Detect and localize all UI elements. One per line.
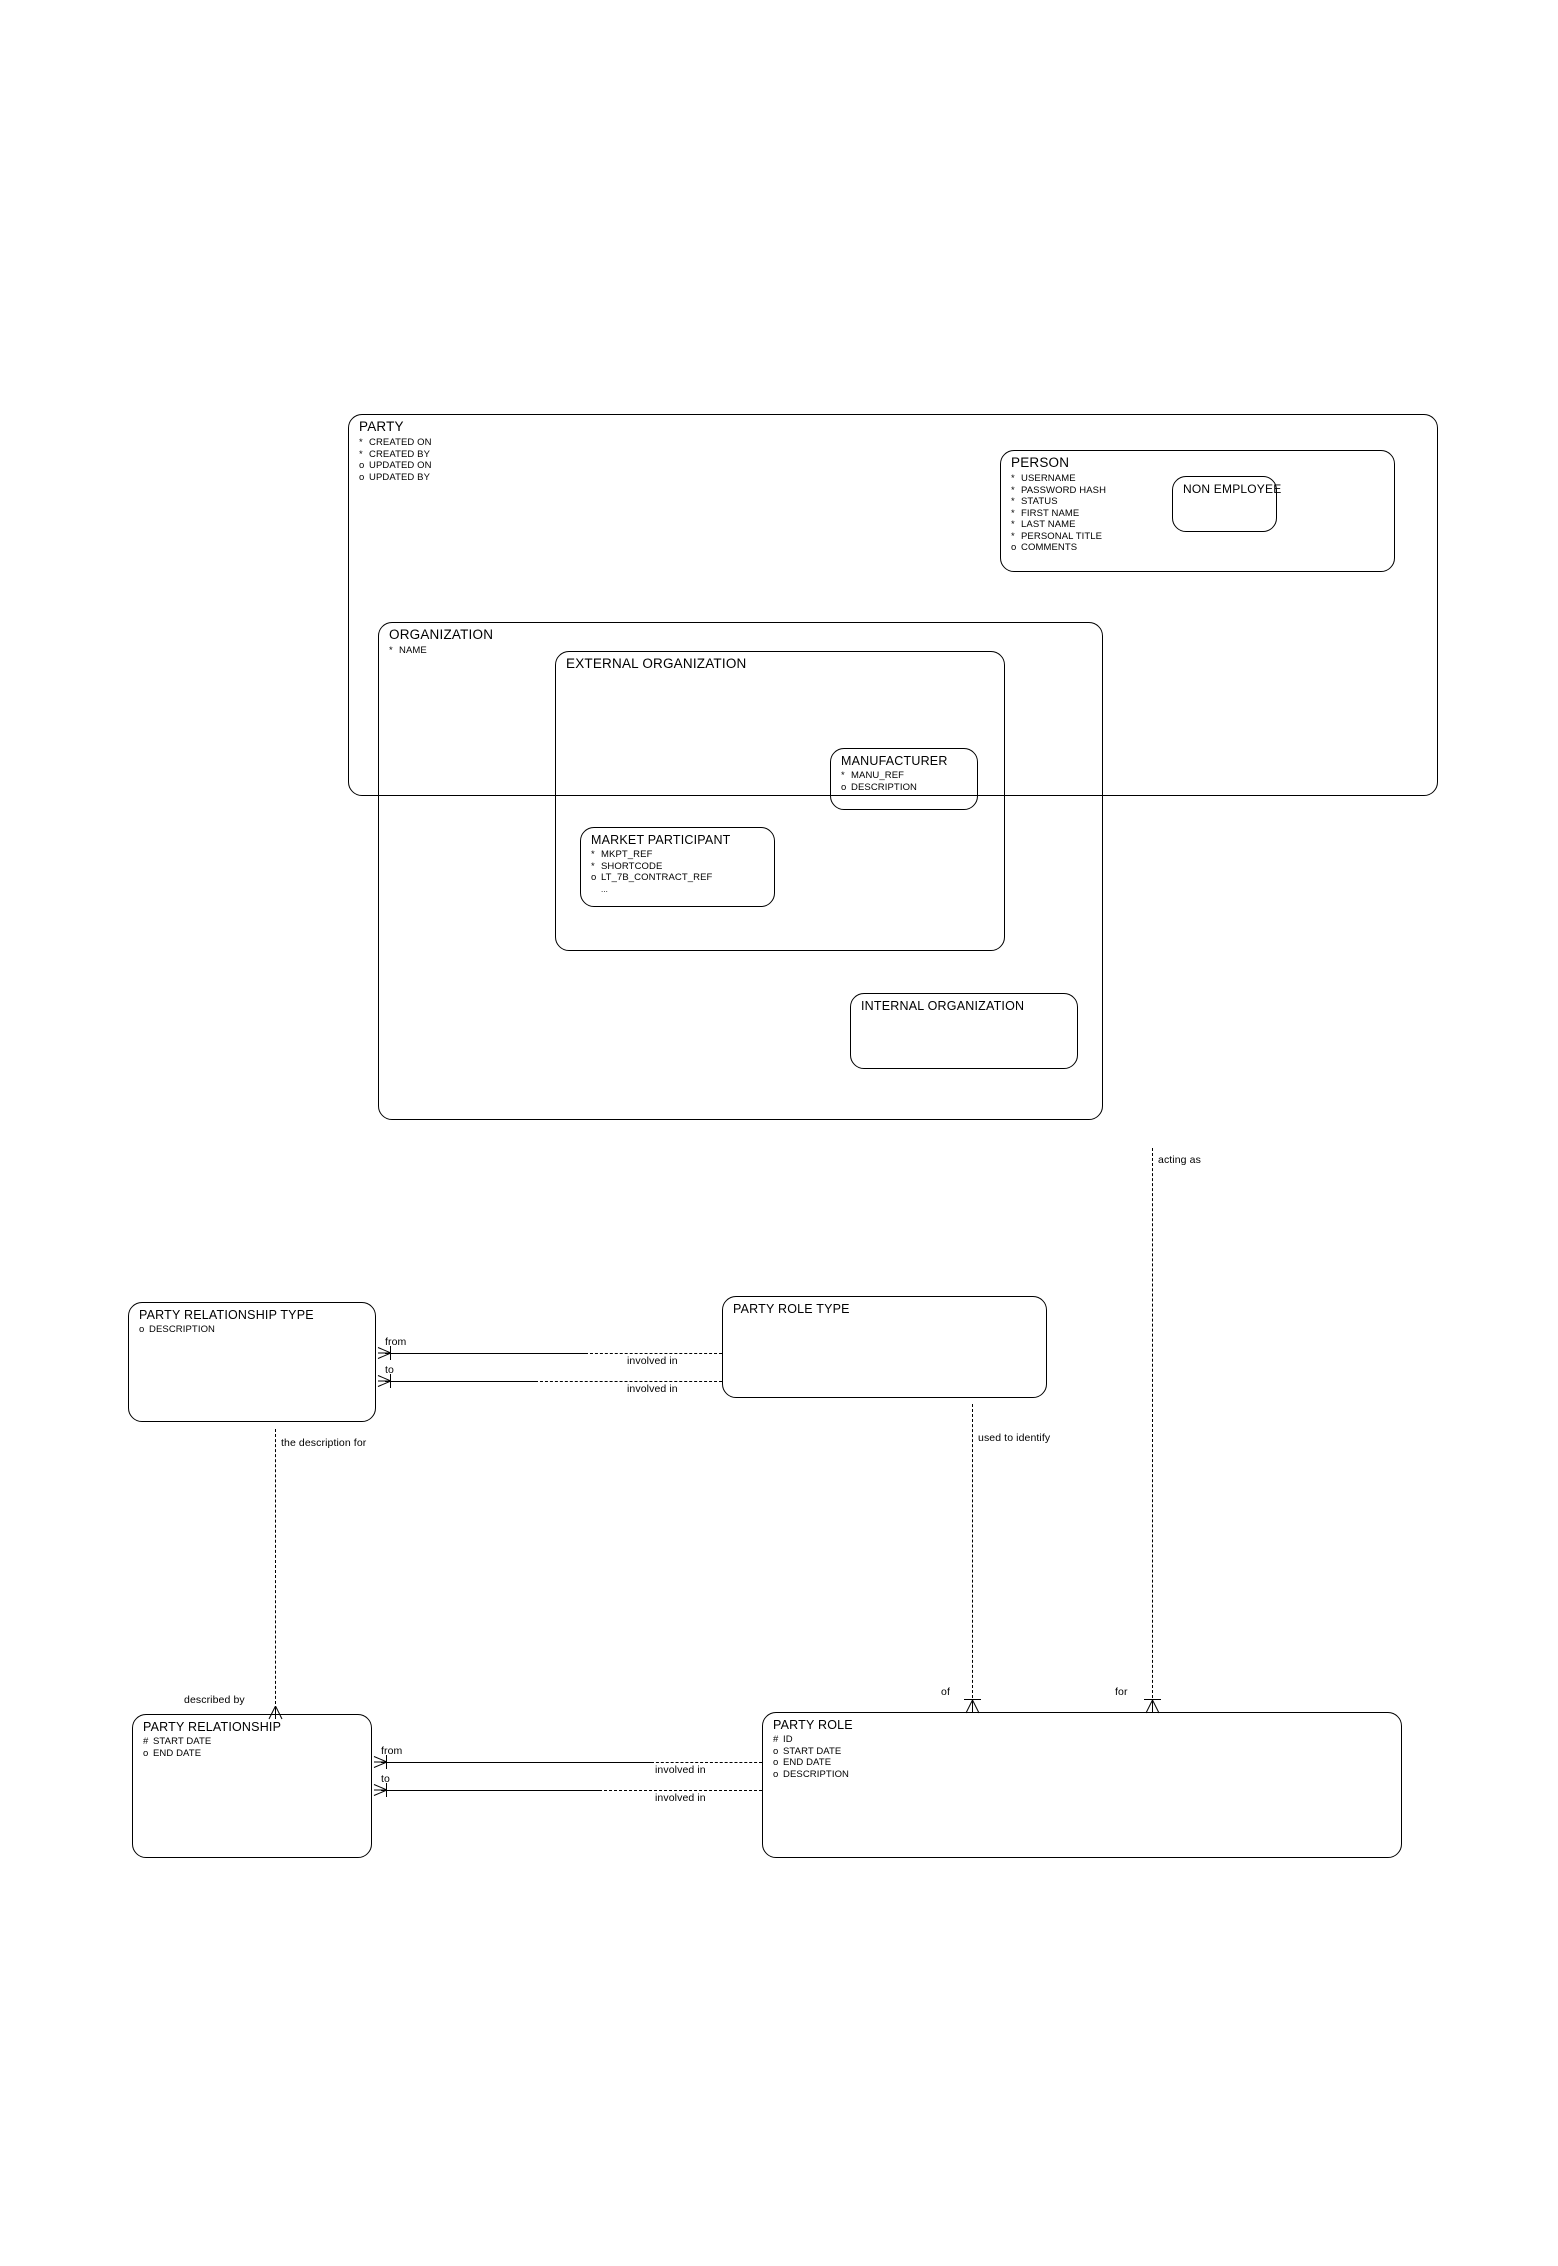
entity-manufacturer-name: MANUFACTURER (841, 754, 948, 768)
relationship-label-pr-to: to (381, 1773, 390, 1785)
relationship-label-pr-involved-in-2: involved in (655, 1792, 706, 1804)
relationship-line-used-to-identify (972, 1404, 973, 1703)
relationship-label-the-description-for: the description for (281, 1437, 367, 1449)
entity-party-name: PARTY (359, 419, 404, 434)
relationship-endpoint-bar-from-prt (390, 1346, 391, 1360)
entity-non-employee-name: NON EMPLOYEE (1183, 482, 1282, 496)
attribute-row: *FIRST NAME (1011, 507, 1080, 519)
relationship-label-for: for (1115, 1686, 1128, 1698)
crowsfoot-acting-as (1145, 1700, 1160, 1714)
entity-party-role-type-name: PARTY ROLE TYPE (733, 1302, 850, 1316)
relationship-line-to-dashed (535, 1381, 722, 1382)
attribute-row: *MANU_REF (841, 770, 905, 781)
entity-internal-organization[interactable]: INTERNAL ORGANIZATION (850, 993, 1078, 1069)
relationship-endpoint-bar-for (1144, 1699, 1161, 1700)
entity-organization-name: ORGANIZATION (389, 627, 494, 642)
crowsfoot-to-prt (377, 1375, 391, 1387)
relationship-label-of: of (941, 1686, 950, 1698)
relationship-label-acting-as: acting as (1158, 1154, 1201, 1166)
relationship-label-pr-involved-in-1: involved in (655, 1764, 706, 1776)
attribute-row: #ID (773, 1734, 793, 1745)
entity-organization-attributes: *NAME (389, 645, 427, 657)
entity-organization[interactable]: ORGANIZATION *NAME (378, 622, 1103, 1120)
relationship-label-used-to-identify: used to identify (978, 1432, 1051, 1444)
relationship-endpoint-bar-pr-from (386, 1755, 387, 1769)
entity-internal-organization-name: INTERNAL ORGANIZATION (861, 999, 1025, 1013)
entity-party-relationship-type-name: PARTY RELATIONSHIP TYPE (139, 1308, 314, 1322)
attribute-row: *CREATED ON (359, 437, 432, 448)
crowsfoot-of (965, 1700, 980, 1714)
attribute-row: *USERNAME (1011, 473, 1076, 484)
relationship-line-from-dashed (585, 1353, 722, 1354)
attribute-row: *PASSWORD HASH (1011, 484, 1107, 496)
crowsfoot-pr-to (373, 1784, 387, 1796)
entity-person[interactable]: PERSON *USERNAME *PASSWORD HASH *STATUS … (1000, 450, 1395, 572)
entity-market-participant-name: MARKET PARTICIPANT (591, 833, 731, 847)
entity-market-participant[interactable]: MARKET PARTICIPANT *MKPT_REF *SHORTCODE … (580, 827, 775, 907)
attribute-row: *STATUS (1011, 496, 1058, 507)
relationship-label-prt-involved-in-2: involved in (627, 1383, 678, 1395)
crowsfoot-pr-from (373, 1756, 387, 1768)
crowsfoot-described-by (268, 1706, 283, 1720)
relationship-line-pr-from-solid (381, 1762, 651, 1763)
attribute-row: *MKPT_REF (591, 849, 653, 860)
attribute-row: #START DATE (143, 1736, 212, 1747)
relationship-label-prt-to: to (385, 1364, 394, 1376)
relationship-line-description-for (275, 1429, 276, 1709)
relationship-label-prt-from: from (385, 1336, 407, 1348)
entity-person-name: PERSON (1011, 455, 1070, 470)
attribute-row: *NAME (389, 645, 427, 656)
relationship-line-from-solid (385, 1353, 585, 1354)
relationship-line-pr-to-solid (381, 1790, 599, 1791)
entity-party-role-name: PARTY ROLE (773, 1718, 853, 1732)
relationship-line-pr-to-dashed (599, 1790, 762, 1791)
entity-party-role-type[interactable]: PARTY ROLE TYPE (722, 1296, 1047, 1398)
relationship-endpoint-bar-of (964, 1699, 981, 1700)
relationship-label-pr-from: from (381, 1745, 403, 1757)
entity-party-relationship-name: PARTY RELATIONSHIP (143, 1720, 282, 1734)
relationship-line-pr-from-dashed (651, 1762, 762, 1763)
relationship-line-acting-as (1152, 1148, 1153, 1703)
attribute-row: *CREATED BY (359, 448, 431, 460)
crowsfoot-from-prt (377, 1347, 391, 1359)
relationship-label-described-by: described by (184, 1694, 245, 1706)
attribute-row: *SHORTCODE (591, 860, 663, 872)
entity-external-organization[interactable]: EXTERNAL ORGANIZATION (555, 651, 1005, 951)
entity-external-organization-name: EXTERNAL ORGANIZATION (566, 656, 747, 671)
attribute-row-ellipsis: ... (601, 884, 608, 894)
attribute-row: *LAST NAME (1011, 519, 1076, 530)
relationship-endpoint-bar-to-prt (390, 1374, 391, 1388)
entity-non-employee[interactable]: NON EMPLOYEE (1172, 476, 1281, 532)
entity-person-attributes: *USERNAME *PASSWORD HASH *STATUS *FIRST … (1011, 473, 1106, 554)
attribute-row: *PERSONAL TITLE (1011, 530, 1103, 542)
relationship-endpoint-bar-pr-to (386, 1783, 387, 1797)
relationship-label-prt-involved-in-1: involved in (627, 1355, 678, 1367)
relationship-line-to-solid (385, 1381, 535, 1382)
